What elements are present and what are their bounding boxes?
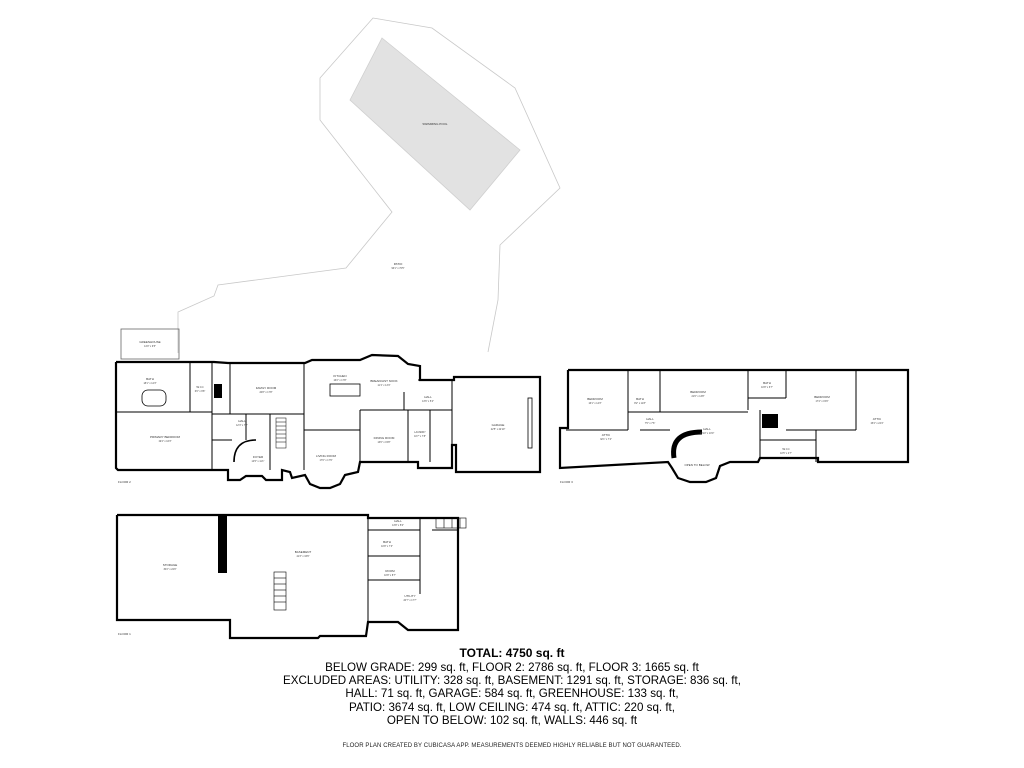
kitchen-island	[329, 383, 361, 397]
attic-2-label: ATTIC	[873, 417, 882, 421]
wic-3-label: W.I.C	[782, 447, 790, 451]
family-room-label: FAMILY ROOM	[256, 386, 277, 390]
attic-1-label: ATTIC	[602, 433, 611, 437]
room-dims: 10'8" x 8'7"	[384, 574, 396, 577]
floor-3-walls	[558, 368, 910, 484]
summary-line: HALL: 71 sq. ft, GARAGE: 584 sq. ft, GRE…	[345, 687, 679, 701]
laundry-dims: 10'7" x 7'8"	[414, 435, 426, 438]
bath-2-dims: 10'8" x 6'7"	[761, 386, 773, 389]
swimming-pool	[349, 37, 521, 211]
hall-dims: 12'3" x 7'2"	[236, 424, 248, 427]
utility-dims: 20'7" x 17'7"	[403, 599, 416, 602]
bath-1f-label: BATH	[383, 540, 391, 544]
summary-line: OPEN TO BELOW: 102 sq. ft, WALLS: 446 sq…	[386, 713, 638, 727]
hall-1-dims: 13'8" x 5'0"	[392, 524, 404, 527]
floor-2-chimney	[214, 384, 222, 398]
floor-3-chimney	[762, 414, 778, 428]
floor-3-stair-curve	[671, 429, 703, 459]
bath-2-label: BATH	[763, 381, 771, 385]
patio-label: PATIO	[394, 262, 403, 266]
summary-line: PATIO: 3674 sq. ft, LOW CEILING: 474 sq.…	[348, 700, 676, 714]
basement-dims: 41'3" x 33'6"	[296, 555, 309, 558]
floor-2-walls	[114, 353, 542, 490]
bedroom-1-label: BEDROOM	[587, 397, 603, 401]
floor-2-stairs	[275, 417, 287, 449]
breakfast-nook-dims: 11'1" x 13'4"	[378, 384, 391, 387]
hall-3-dims: 7'5" x 7'6"	[645, 422, 656, 425]
floor-plan-drawing: SWIMMING POOL PATIO 96'1" x 70'5" GREENH…	[114, 17, 910, 640]
foyer-dims: 14'5" x 11'1"	[252, 460, 265, 463]
bath-1-dims: 8'2" x 11'8"	[634, 402, 646, 405]
floor-1-stairs	[273, 517, 467, 611]
greenhouse-dims: 14'0" x 9'5"	[144, 345, 156, 348]
family-room-dims: 20'8" x 17'8"	[259, 391, 272, 394]
bedroom-3-label: BEDROOM	[814, 395, 830, 399]
hall-2-dims: 13'6" x 5'4"	[422, 400, 434, 403]
storage-dims: 30'2" x 22'0"	[163, 568, 176, 571]
open-to-below-label: OPEN TO BELOW	[684, 463, 709, 467]
wic-dims: 6'0" x 9'8"	[195, 390, 206, 393]
primary-bedroom-dims: 19'4" x 16'3"	[158, 440, 171, 443]
foyer-stair-curve	[233, 439, 257, 463]
kitchen-dims: 16'2" x 17'8"	[333, 379, 346, 382]
floor-3-label: FLOOR 3	[560, 480, 573, 484]
wic-label: W.I.C	[196, 385, 204, 389]
floor-3-interior	[566, 370, 857, 462]
summary-line: BELOW GRADE: 299 sq. ft, FLOOR 2: 2786 s…	[325, 661, 699, 674]
bedroom-3-dims: 17'4" x 15'0"	[815, 400, 828, 403]
garage-door	[527, 397, 533, 449]
foyer-label: FOYER	[253, 455, 264, 459]
bathtub	[141, 389, 167, 407]
hall-3b-label: HALL	[703, 427, 711, 431]
garage-label: GARAGE	[492, 423, 505, 427]
living-room-label: LIVING ROOM	[316, 454, 337, 458]
floor-1-walls	[115, 513, 460, 640]
kitchen-label: KITCHEN	[333, 374, 346, 378]
dining-room-label: DINING ROOM	[374, 436, 395, 440]
bedroom-2-dims: 21'6" x 13'8"	[691, 395, 704, 398]
floor-2-interior	[116, 362, 453, 470]
disclaimer: FLOOR PLAN CREATED BY CUBICASA APP. MEAS…	[342, 743, 682, 749]
storage-label: STORAGE	[163, 563, 178, 567]
dining-room-dims: 13'6" x 15'8"	[377, 441, 390, 444]
hall-3-label: HALL	[646, 417, 654, 421]
bath-1f-dims: 10'8" x 7'3"	[381, 545, 393, 548]
hall-label: HALL	[238, 419, 246, 423]
bedroom-1-dims: 16'1" x 14'3"	[588, 402, 601, 405]
summary-line: EXCLUDED AREAS: UTILITY: 328 sq. ft, BAS…	[283, 674, 741, 688]
laundry-label: LAUNDRY	[414, 431, 426, 434]
room-label: ROOM	[385, 569, 395, 573]
floor-1-interior	[367, 518, 458, 622]
breakfast-nook-label: BREAKFAST NOOK	[370, 379, 397, 383]
bath-dims: 18'1" x 12'3"	[143, 382, 156, 385]
greenhouse-label: GREENHOUSE	[139, 340, 160, 344]
basement-label: BASEMENT	[295, 550, 312, 554]
bath-label: BATH	[146, 377, 154, 381]
area-summary: TOTAL: 4750 sq. ft BELOW GRADE: 299 sq. …	[212, 646, 812, 727]
floor-1-chimney	[218, 515, 227, 573]
bath-1-label: BATH	[636, 397, 644, 401]
patio-dims: 96'1" x 70'5"	[391, 267, 404, 270]
bedroom-2-label: BEDROOM	[690, 390, 706, 394]
attic-2-dims: 15'4" x 24'4"	[870, 422, 883, 425]
swimming-pool-label: SWIMMING POOL	[422, 122, 447, 126]
hall-3b-dims: 20'10" x 10'0"	[700, 432, 715, 435]
greenhouse	[120, 328, 180, 360]
floor-1-label: FLOOR 1	[118, 632, 131, 636]
wic-3-dims: 10'5" x 4'7"	[780, 452, 792, 455]
patio-outline	[177, 17, 561, 353]
attic-1-dims: 32'1" x 7'4"	[600, 438, 612, 441]
garage-dims: 22'5" x 22'10"	[491, 428, 506, 431]
floor-2-label: FLOOR 2	[118, 480, 131, 484]
living-room-dims: 17'6" x 17'9"	[319, 459, 332, 462]
primary-bedroom-label: PRIMARY BEDROOM	[150, 435, 180, 439]
hall-1-label: HALL	[394, 519, 402, 523]
hall-2-label: HALL	[424, 395, 432, 399]
utility-label: UTILITY	[404, 594, 415, 598]
total-area: TOTAL: 4750 sq. ft	[459, 646, 565, 660]
